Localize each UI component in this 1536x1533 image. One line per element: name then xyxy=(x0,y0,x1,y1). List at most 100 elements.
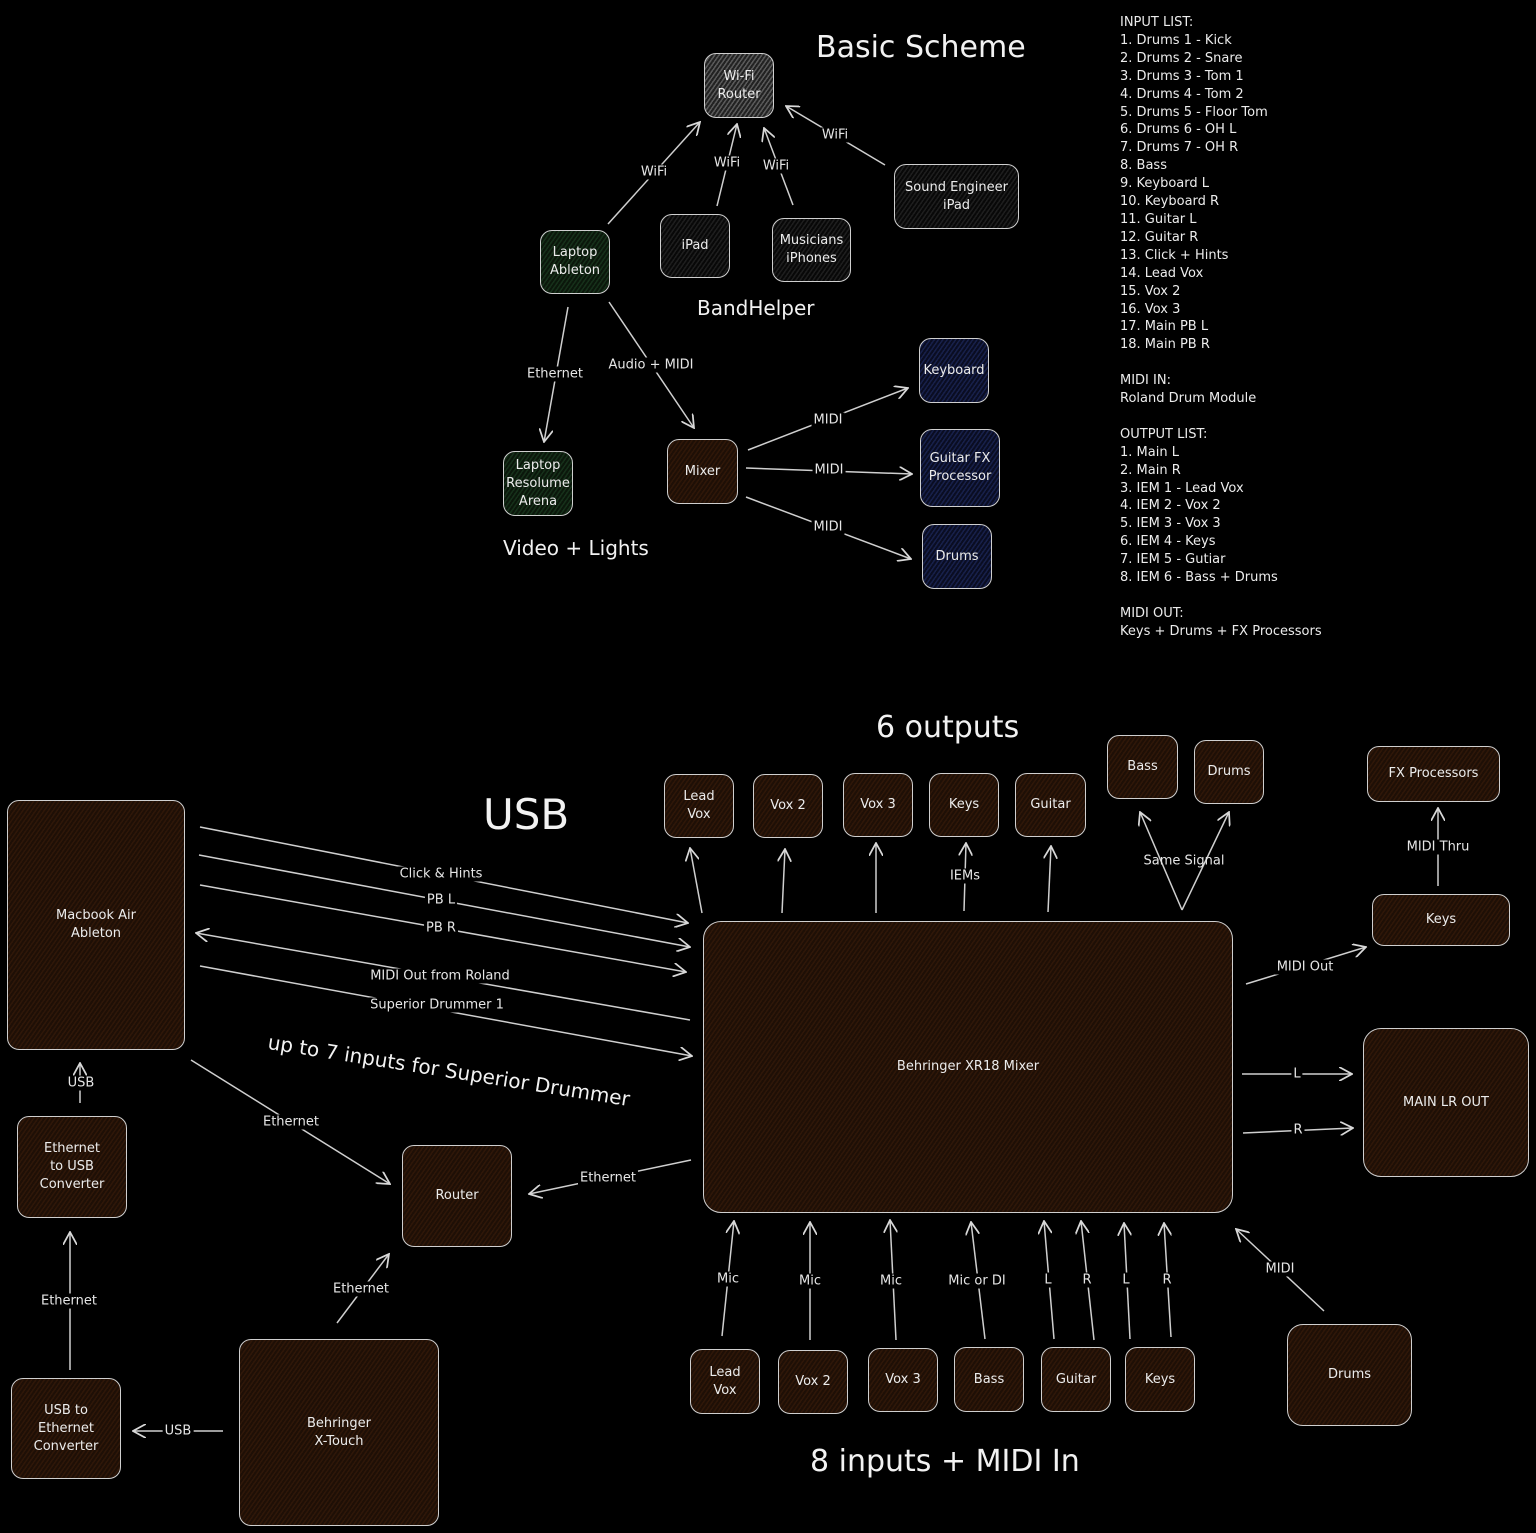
label-mic-or-di: Mic or DI xyxy=(946,1273,1008,1289)
node-keys-midi[interactable]: Keys xyxy=(1372,894,1510,946)
input-item: 4. Drums 4 - Tom 2 xyxy=(1120,86,1244,102)
output-list-header: OUTPUT LIST: xyxy=(1120,426,1208,442)
node-musicians-iphones[interactable]: Musicians iPhones xyxy=(772,218,851,282)
title-video-lights: Video + Lights xyxy=(503,536,649,560)
label-midi-guitarfx: MIDI xyxy=(812,462,846,478)
input-item: 15. Vox 2 xyxy=(1120,283,1181,299)
wire-out-guitar xyxy=(1048,846,1051,913)
output-item: 6. IEM 4 - Keys xyxy=(1120,534,1216,550)
node-in-guitar[interactable]: Guitar xyxy=(1041,1347,1111,1412)
wire-out-leadvox xyxy=(690,848,703,914)
node-guitar-fx[interactable]: Guitar FX Processor xyxy=(920,429,1000,507)
node-main-lr-out[interactable]: MAIN LR OUT xyxy=(1363,1028,1529,1177)
title-usb: USB xyxy=(483,790,570,839)
input-item: 17. Main PB L xyxy=(1120,319,1209,335)
node-fx-processors[interactable]: FX Processors xyxy=(1367,746,1500,802)
label-audio-midi: Audio + MIDI xyxy=(606,357,696,373)
note-superior-drummer: up to 7 inputs for Superior Drummer xyxy=(266,1030,632,1111)
input-item: 16. Vox 3 xyxy=(1120,301,1181,317)
output-item: 2. Main R xyxy=(1120,462,1181,478)
label-wifi-laptop: WiFi xyxy=(638,164,670,180)
label-usb-xtouch: USB xyxy=(162,1423,194,1439)
node-out-lead-vox[interactable]: Lead Vox xyxy=(664,774,734,838)
title-six-outputs: 6 outputs xyxy=(876,710,1020,745)
label-ethernet-converters: Ethernet xyxy=(39,1293,99,1309)
output-item: 8. IEM 6 - Bass + Drums xyxy=(1120,570,1278,586)
label-ethernet-mixer-router: Ethernet xyxy=(578,1170,638,1186)
io-lists: INPUT LIST: 1. Drums 1 - Kick 2. Drums 2… xyxy=(1120,14,1322,641)
node-laptop-resolume[interactable]: Laptop Resolume Arena xyxy=(503,451,573,516)
node-out-vox3[interactable]: Vox 3 xyxy=(843,773,913,837)
node-ethernet-to-usb[interactable]: Ethernet to USB Converter xyxy=(17,1116,127,1218)
input-item: 13. Click + Hints xyxy=(1120,247,1229,263)
wire-out-vox2 xyxy=(782,849,785,914)
label-mic-vox2: Mic xyxy=(797,1273,823,1289)
label-click-hints: Click & Hints xyxy=(397,866,485,882)
label-midi-thru: MIDI Thru xyxy=(1404,839,1472,855)
node-wifi-router[interactable]: Wi-Fi Router xyxy=(704,53,774,118)
input-item: 8. Bass xyxy=(1120,158,1167,174)
label-midi-out-roland: MIDI Out from Roland xyxy=(368,968,512,984)
node-in-vox2[interactable]: Vox 2 xyxy=(778,1350,848,1414)
label-guitar-r: R xyxy=(1080,1272,1094,1288)
output-item: 7. IEM 5 - Gutiar xyxy=(1120,552,1226,568)
label-guitar-l: L xyxy=(1042,1272,1054,1288)
midi-in-header: MIDI IN: xyxy=(1120,373,1171,389)
label-keys-r: R xyxy=(1160,1272,1174,1288)
input-item: 14. Lead Vox xyxy=(1120,265,1204,281)
label-pb-l: PB L xyxy=(424,892,458,908)
label-superior-drummer-1: Superior Drummer 1 xyxy=(368,997,506,1013)
node-out-bass[interactable]: Bass xyxy=(1107,735,1178,799)
node-laptop-ableton[interactable]: Laptop Ableton xyxy=(540,230,610,294)
node-sound-engineer-ipad[interactable]: Sound Engineer iPad xyxy=(894,164,1019,229)
label-wifi-ipad: WiFi xyxy=(711,155,743,171)
node-out-drums[interactable]: Drums xyxy=(1194,740,1264,804)
input-item: 11. Guitar L xyxy=(1120,211,1197,227)
node-xtouch[interactable]: Behringer X-Touch xyxy=(239,1339,439,1526)
node-in-drums[interactable]: Drums xyxy=(1287,1324,1412,1426)
label-pb-r: PB R xyxy=(424,920,458,936)
input-item: 2. Drums 2 - Snare xyxy=(1120,50,1243,66)
midi-out-header: MIDI OUT: xyxy=(1120,605,1184,621)
node-in-lead-vox[interactable]: Lead Vox xyxy=(690,1349,760,1414)
node-router[interactable]: Router xyxy=(402,1145,512,1247)
label-iems: IEMs xyxy=(947,868,983,884)
input-item: 5. Drums 5 - Floor Tom xyxy=(1120,104,1268,120)
node-ipad[interactable]: iPad xyxy=(660,214,730,278)
node-mixer[interactable]: Mixer xyxy=(667,439,738,504)
title-eight-inputs: 8 inputs + MIDI In xyxy=(810,1444,1080,1479)
input-item: 9. Keyboard L xyxy=(1120,176,1210,192)
node-in-vox3[interactable]: Vox 3 xyxy=(868,1348,938,1412)
node-out-guitar[interactable]: Guitar xyxy=(1015,773,1086,837)
input-item: 7. Drums 7 - OH R xyxy=(1120,140,1239,156)
input-item: 1. Drums 1 - Kick xyxy=(1120,32,1232,48)
title-basic-scheme: Basic Scheme xyxy=(816,30,1026,65)
node-out-vox2[interactable]: Vox 2 xyxy=(753,774,823,838)
input-list-header: INPUT LIST: xyxy=(1120,15,1194,30)
output-item: 5. IEM 3 - Vox 3 xyxy=(1120,516,1221,532)
title-bandhelper: BandHelper xyxy=(697,296,815,320)
input-item: 12. Guitar R xyxy=(1120,229,1199,245)
label-midi-drums-in: MIDI xyxy=(1263,1261,1297,1277)
label-main-l: L xyxy=(1291,1066,1303,1082)
label-ethernet-macbook-router: Ethernet xyxy=(261,1114,321,1130)
node-keyboard[interactable]: Keyboard xyxy=(919,338,989,403)
node-in-bass[interactable]: Bass xyxy=(954,1347,1024,1412)
node-usb-to-ethernet[interactable]: USB to Ethernet Converter xyxy=(11,1378,121,1479)
node-in-keys[interactable]: Keys xyxy=(1125,1347,1195,1412)
label-same-signal: Same Signal xyxy=(1143,853,1225,869)
label-mic-lead-vox: Mic xyxy=(715,1271,741,1287)
label-ethernet-xtouch-router: Ethernet xyxy=(331,1281,391,1297)
node-macbook-air[interactable]: Macbook Air Ableton xyxy=(7,800,185,1050)
output-item: 3. IEM 1 - Lead Vox xyxy=(1120,480,1244,496)
output-item: 4. IEM 2 - Vox 2 xyxy=(1120,498,1221,514)
label-mic-vox3: Mic xyxy=(878,1273,904,1289)
node-xr18-mixer[interactable]: Behringer XR18 Mixer xyxy=(703,921,1233,1213)
label-midi-out: MIDI Out xyxy=(1274,959,1336,975)
midi-out-value: Keys + Drums + FX Processors xyxy=(1120,623,1322,639)
node-drums-basic[interactable]: Drums xyxy=(922,524,992,589)
node-out-keys[interactable]: Keys xyxy=(929,773,999,837)
label-wifi-engineer: WiFi xyxy=(819,127,851,143)
midi-in-value: Roland Drum Module xyxy=(1120,391,1257,407)
input-item: 18. Main PB R xyxy=(1120,337,1210,353)
